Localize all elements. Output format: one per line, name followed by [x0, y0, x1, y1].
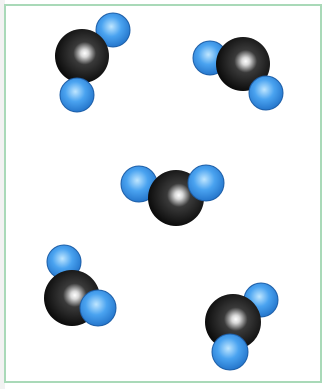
- hydrogen-atom: [187, 164, 225, 202]
- carbon-atom: [55, 29, 109, 83]
- molecules-layer: [44, 12, 284, 371]
- hydrogen-atom: [95, 12, 131, 48]
- molecule-3: [120, 164, 225, 226]
- hydrogen-atom: [79, 289, 117, 327]
- molecule-2: [192, 37, 284, 111]
- molecule-4: [44, 244, 117, 327]
- carbon-atom: [216, 37, 270, 91]
- left-edge-strip: [0, 0, 5, 389]
- hydrogen-atom: [211, 333, 249, 371]
- hydrogen-atom: [59, 77, 95, 113]
- carbon-atom: [205, 294, 261, 350]
- hydrogen-atom: [248, 75, 284, 111]
- molecule-1: [55, 12, 131, 113]
- molecule-5: [205, 282, 279, 371]
